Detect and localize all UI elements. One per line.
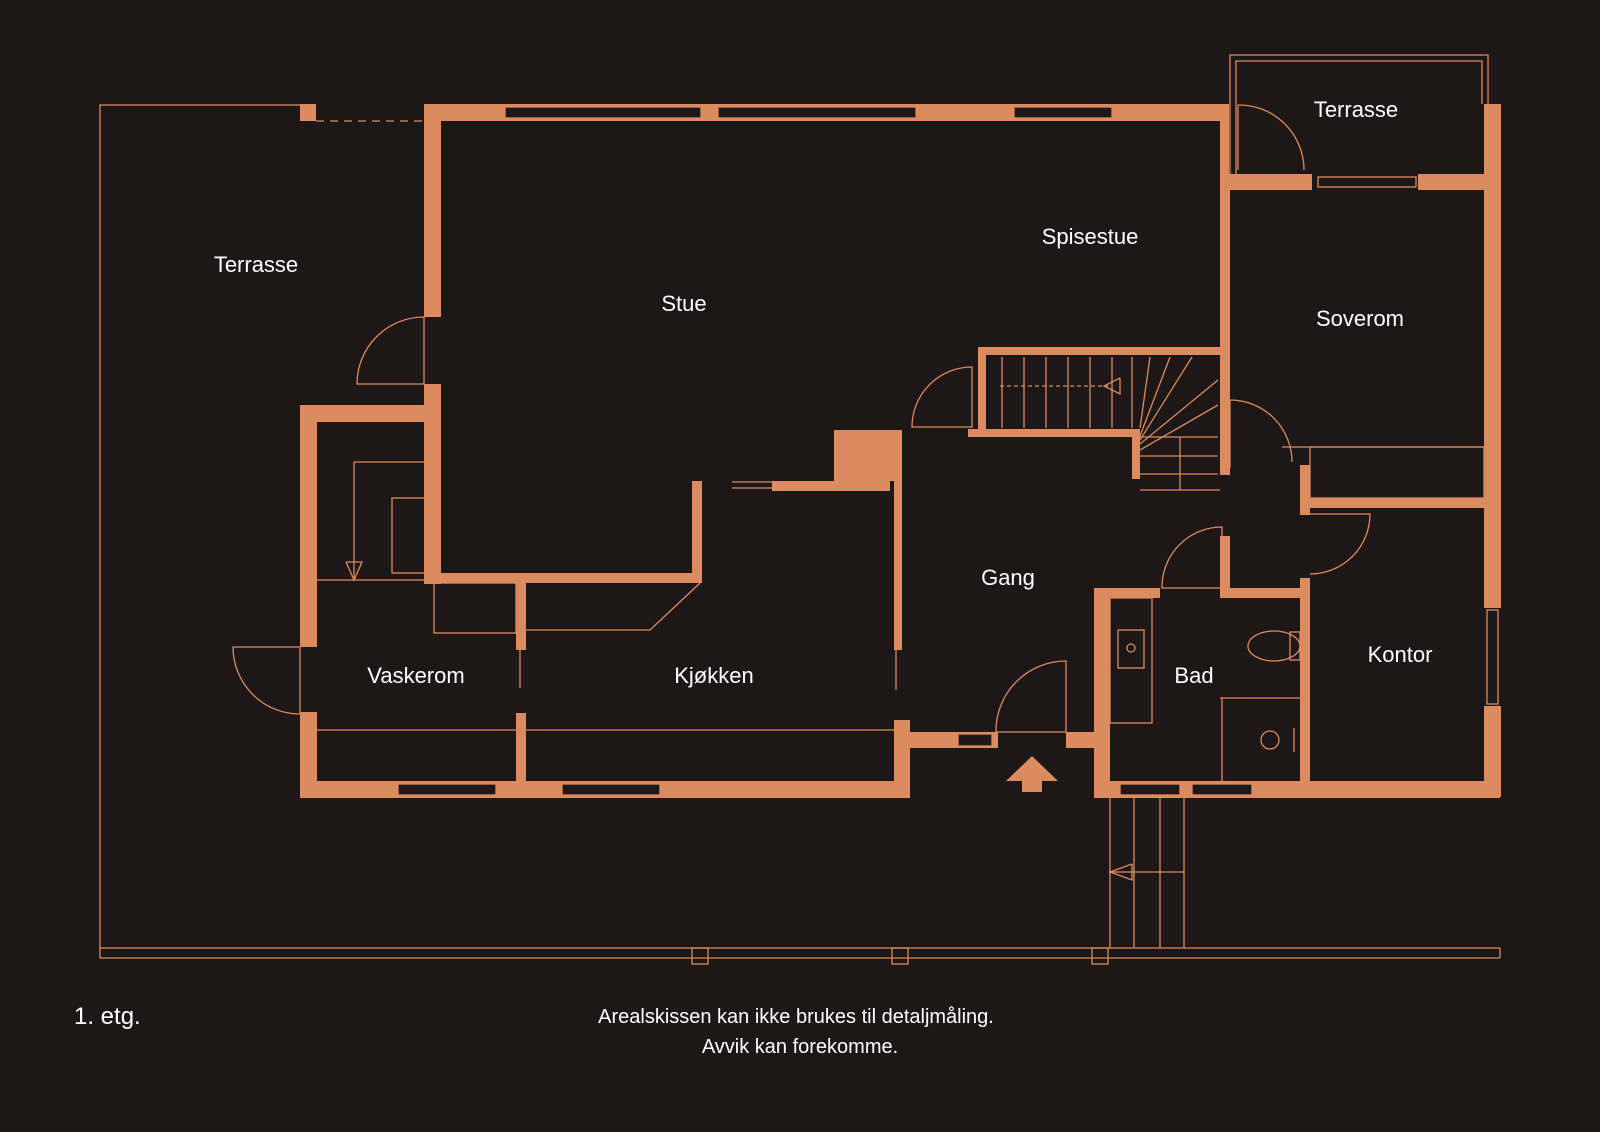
fixtures [317, 446, 1485, 782]
walls [300, 104, 1501, 798]
room-label-kjokken: Kjøkken [674, 663, 753, 688]
outdoor-steps [1108, 798, 1185, 948]
terrace-top-outline [1229, 54, 1489, 178]
room-label-soverom: Soverom [1316, 306, 1404, 331]
disclaimer-line-1: Arealskissen kan ikke brukes til detaljm… [598, 1006, 994, 1028]
room-label-stue: Stue [661, 291, 706, 316]
room-label-vaskerom: Vaskerom [367, 663, 464, 688]
room-label-gang: Gang [981, 565, 1035, 590]
site-outline [99, 104, 1501, 965]
room-label-kontor: Kontor [1368, 642, 1433, 667]
disclaimer-line-2: Avvik kan forekomme. [702, 1036, 898, 1058]
room-label-terrasse-left: Terrasse [214, 252, 298, 277]
room-label-terrasse-top: Terrasse [1314, 97, 1398, 122]
room-label-spisestue: Spisestue [1042, 224, 1139, 249]
floor-label: 1. etg. [74, 1003, 141, 1030]
windows [397, 106, 1499, 796]
stairs [1000, 356, 1220, 491]
doors [232, 104, 1371, 733]
entrance-arrow-icon [1006, 756, 1058, 792]
room-label-bad: Bad [1174, 663, 1213, 688]
